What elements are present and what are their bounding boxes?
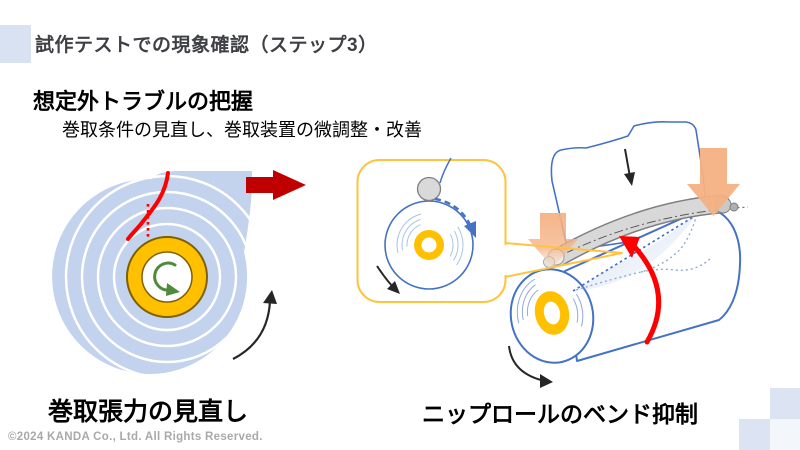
drum-spiral-lines <box>516 274 587 354</box>
slide-title: 試作テストでの現象確認（ステップ3） <box>35 35 378 56</box>
roll-rotation-arrow <box>232 290 277 360</box>
winding-roll-diagram <box>52 170 306 374</box>
copyright-footer: ©2024 KANDA Co., Ltd. All Rights Reserve… <box>8 431 263 443</box>
nip-roll-callout <box>356 157 507 303</box>
corner-decoration <box>770 388 800 419</box>
callout-nip-roll <box>416 176 442 202</box>
slide-accent-square <box>0 25 31 63</box>
callout-core-hole <box>421 237 437 253</box>
bend-arrow <box>619 236 662 345</box>
corner-decoration <box>739 419 770 450</box>
callout-beak <box>503 242 623 278</box>
defect-line <box>126 171 170 241</box>
callout-spiral-lines <box>394 210 464 280</box>
drum-rotation-arrow <box>508 345 553 388</box>
caption-right: ニップロールのベンド抑制 <box>422 401 698 427</box>
corner-decoration <box>770 419 800 450</box>
section-heading: 想定外トラブルの把握 <box>33 89 254 114</box>
core-rotation-arrow <box>153 261 180 296</box>
roll-core-hole <box>141 251 193 303</box>
section-subheading: 巻取条件の見直し、巻取装置の微調整・改善 <box>62 120 422 140</box>
web-sag-dotted-1 <box>575 213 698 291</box>
web-direction-arrow <box>624 148 635 186</box>
nip-bend-diagram <box>503 121 749 388</box>
web-sag-area <box>577 213 697 291</box>
nip-contact-dotted <box>572 213 699 292</box>
callout-rotation-arrow <box>376 265 400 294</box>
callout-web-line <box>439 157 452 184</box>
web-exit-arrow <box>246 170 306 200</box>
drum-core-hole <box>543 301 561 325</box>
caption-left: 巻取張力の見直し <box>48 398 249 426</box>
callout-wrap-arrow <box>434 197 476 238</box>
nip-right-nub <box>729 202 739 212</box>
press-down-arrow-left <box>528 213 578 268</box>
press-down-arrow-right <box>687 148 740 216</box>
